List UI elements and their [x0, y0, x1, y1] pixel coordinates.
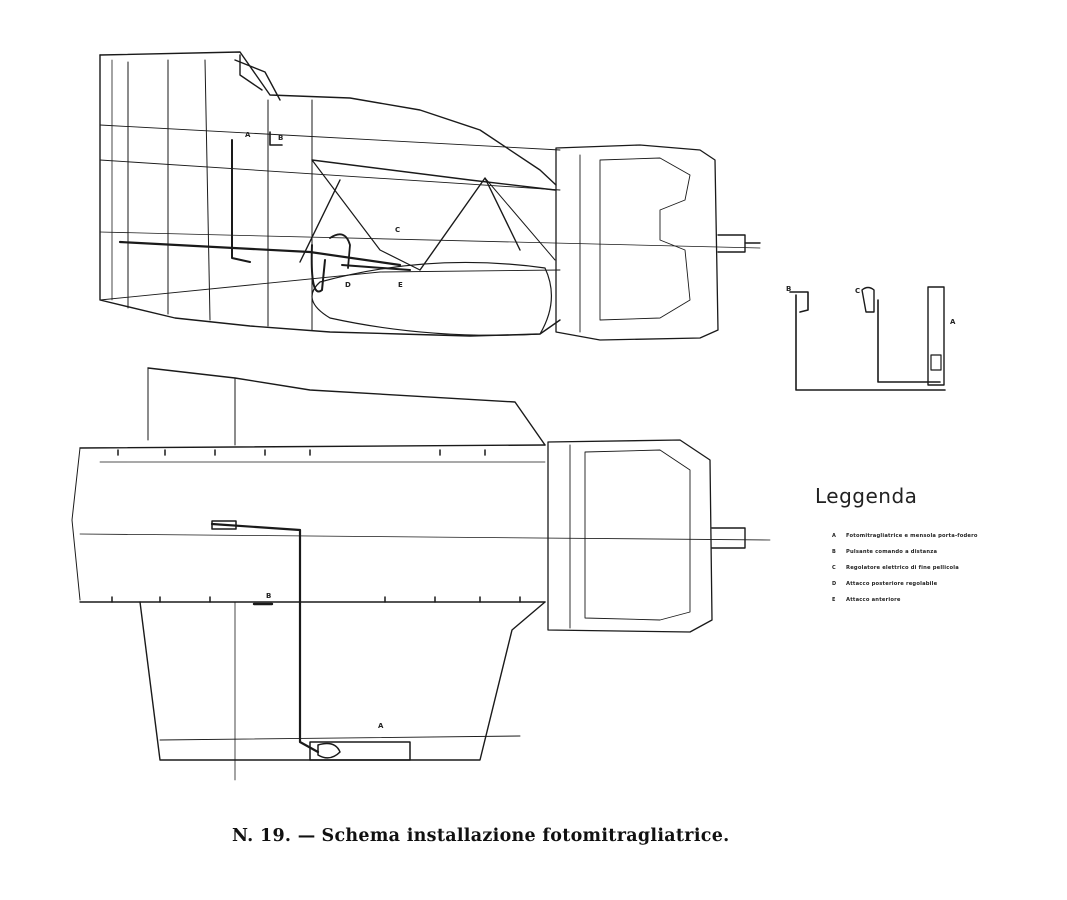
legend-key: B [832, 549, 837, 555]
legend-text: Fotomitragliatrice e mensola porta-foder… [846, 533, 978, 539]
detail-callouts: B C A [786, 285, 956, 326]
legend-item: E Attacco anteriore [832, 596, 978, 612]
plan-view-callouts: B A [266, 592, 384, 730]
legend-text: Attacco posteriore regolabile [846, 581, 938, 587]
callout-side-a: A [245, 131, 251, 139]
legend-key: C [832, 565, 836, 571]
callout-side-c: C [395, 226, 400, 234]
side-view-fuselage [99, 51, 761, 341]
callout-side-e: E [398, 281, 403, 289]
legend-item: A Fotomitragliatrice e mensola porta-fode… [832, 532, 978, 548]
legend-key: A [832, 533, 837, 539]
legend-title: Leggenda [815, 484, 918, 508]
figure-number: N. 19. — [232, 826, 316, 846]
legend-text: Attacco anteriore [846, 597, 901, 603]
legend-item: B Pulsante comando a distanza [832, 548, 978, 564]
legend-key: D [832, 581, 837, 587]
legend-item: D Attacco posteriore regolabile [832, 580, 978, 596]
callout-plan-b: B [266, 592, 271, 600]
figure-caption-text: Schema installazione fotomitragliatrice. [321, 826, 730, 846]
detail-schematic [789, 286, 946, 391]
legend-text: Regolatore elettrico di fine pellicola [846, 565, 959, 571]
legend-item: C Regolatore elettrico di fine pellicola [832, 564, 978, 580]
figure-caption: N. 19. —Schema installazione fotomitragl… [232, 826, 730, 846]
side-view-callouts: A B C D E [245, 131, 403, 289]
callout-detail-c: C [855, 287, 860, 295]
callout-side-b: B [278, 134, 283, 142]
plan-view-fuselage [71, 367, 771, 781]
callout-plan-a: A [378, 722, 384, 730]
legend-text: Pulsante comando a distanza [846, 549, 938, 555]
legend-list: A Fotomitragliatrice e mensola porta-fode… [832, 532, 978, 612]
callout-side-d: D [345, 281, 351, 289]
callout-detail-a: A [950, 318, 956, 326]
legend-key: E [832, 597, 836, 603]
callout-detail-b: B [786, 285, 791, 293]
